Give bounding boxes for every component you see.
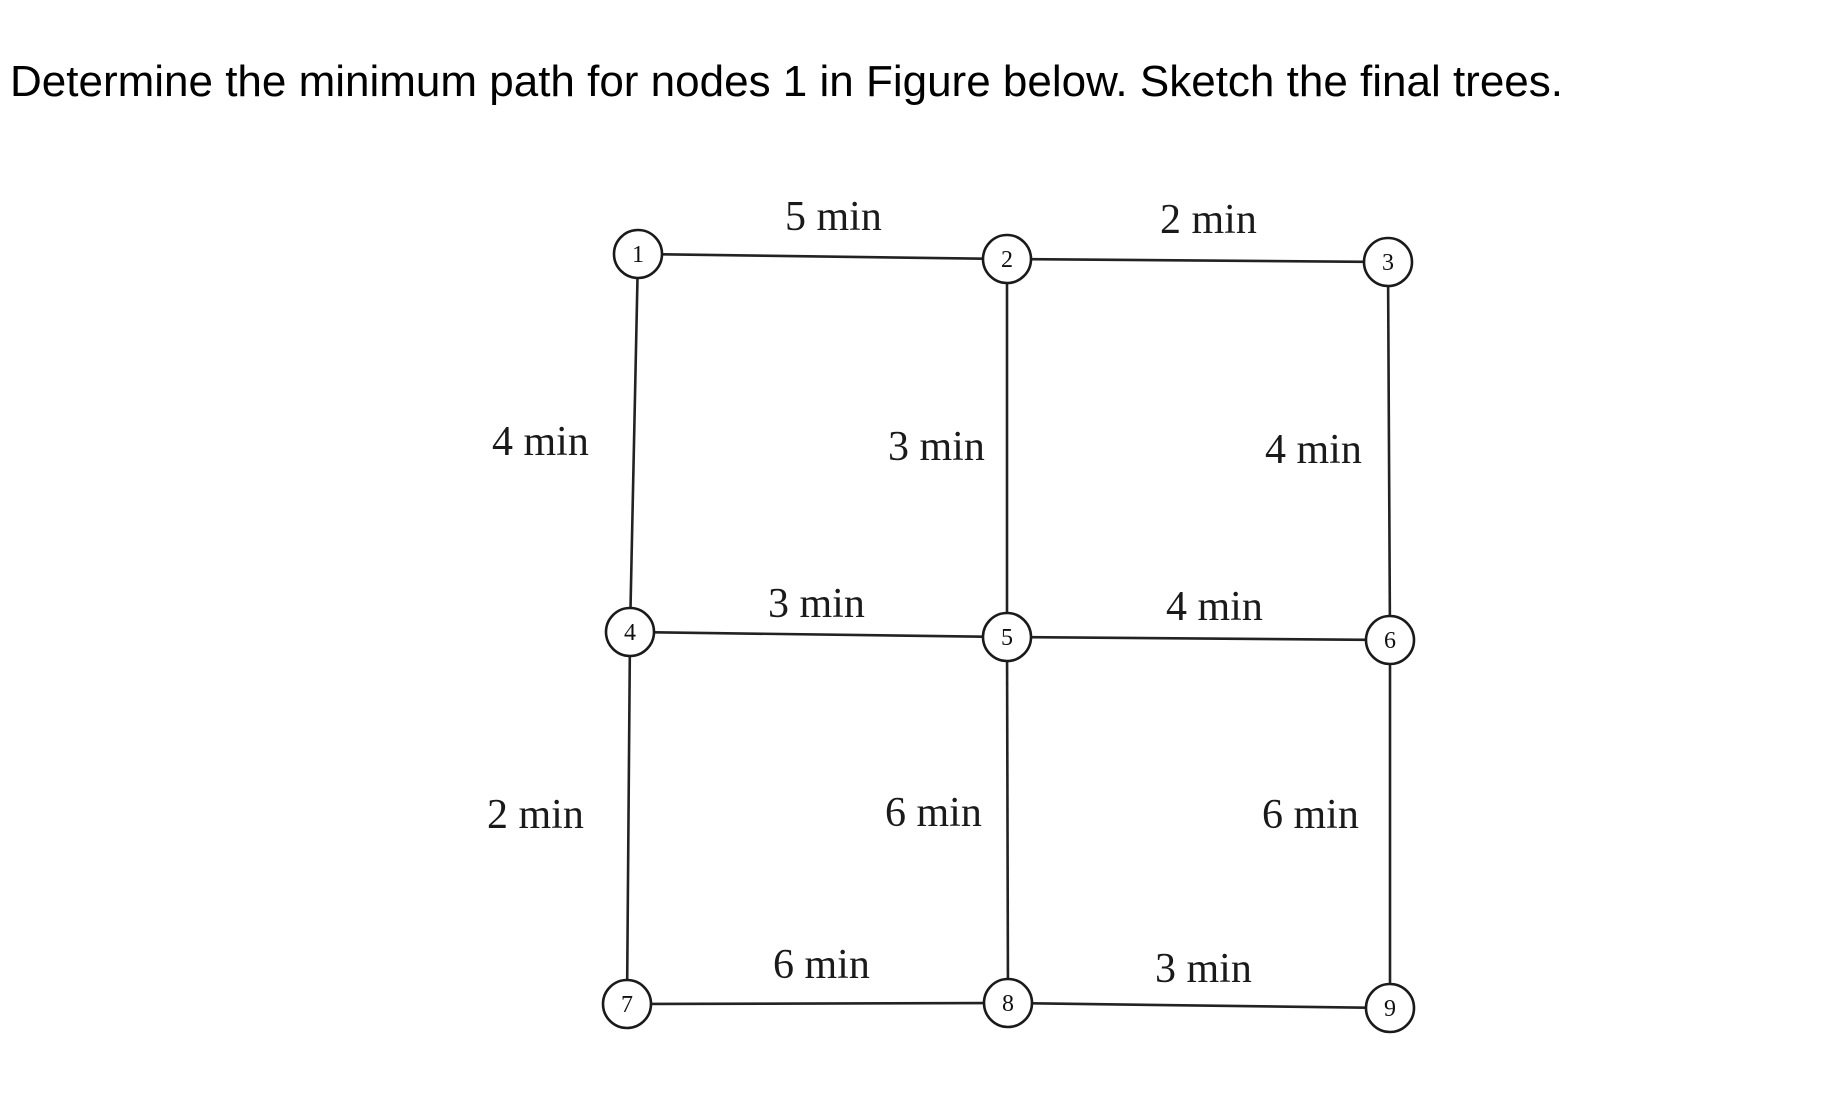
node-label: 4	[624, 620, 636, 646]
node-circle	[981, 233, 1033, 285]
edge-weight-5-6: 4 min	[1166, 584, 1263, 630]
edge-weight-2-3: 2 min	[1160, 197, 1257, 243]
edge-weight-4-7: 2 min	[487, 792, 584, 838]
edge-weight-2-5: 3 min	[888, 424, 985, 470]
edge-5-8	[1005, 660, 1010, 980]
node-9: 9	[1364, 982, 1416, 1034]
node-label: 3	[1382, 250, 1394, 276]
node-label: 5	[1001, 625, 1013, 651]
edge-weight-6-9: 6 min	[1262, 792, 1359, 838]
node-2: 2	[981, 233, 1033, 285]
node-1: 1	[612, 228, 664, 280]
edge-weight-5-8: 6 min	[885, 790, 982, 836]
nodes-layer: 1 2 3 4 5 6 7 8 9	[601, 228, 1416, 1034]
edge-7-8	[650, 1001, 985, 1006]
node-3: 3	[1362, 236, 1414, 288]
node-circle	[601, 978, 653, 1030]
node-circle	[981, 611, 1033, 663]
node-6: 6	[1364, 614, 1416, 666]
edge-2-3	[1030, 257, 1365, 264]
node-circle	[982, 977, 1034, 1029]
edge-weight-1-2: 5 min	[785, 194, 882, 240]
edges-layer	[625, 253, 1392, 1009]
node-circle	[1364, 982, 1416, 1034]
node-label: 6	[1384, 628, 1396, 654]
edge-4-5	[653, 631, 984, 638]
node-4: 4	[604, 606, 656, 658]
edge-5-6	[1030, 635, 1367, 642]
edge-weight-4-5: 3 min	[768, 581, 865, 627]
edge-4-7	[625, 655, 632, 981]
node-circle	[1362, 236, 1414, 288]
edge-8-9	[1031, 1002, 1367, 1009]
node-8: 8	[982, 977, 1034, 1029]
edge-3-6	[1386, 285, 1392, 617]
edge-weight-1-4: 4 min	[492, 419, 589, 465]
node-7: 7	[601, 978, 653, 1030]
node-label: 1	[632, 242, 644, 268]
node-circle	[1364, 614, 1416, 666]
edge-weight-7-8: 6 min	[773, 942, 870, 988]
node-label: 9	[1384, 996, 1396, 1022]
edge-weight-8-9: 3 min	[1155, 946, 1252, 992]
weights-layer: 5 min 2 min 4 min 3 min 4 min 3 min 4 min 2 min…	[487, 194, 1362, 992]
node-label: 2	[1001, 247, 1013, 273]
node-label: 7	[621, 992, 633, 1018]
question-text: Determine the minimum path for nodes 1 i…	[10, 57, 1563, 106]
node-circle	[604, 606, 656, 658]
node-label: 8	[1002, 991, 1014, 1017]
edge-1-4	[629, 277, 639, 609]
edge-weight-3-6: 4 min	[1265, 427, 1362, 473]
node-5: 5	[981, 611, 1033, 663]
node-circle	[612, 228, 664, 280]
edge-1-2	[661, 253, 984, 260]
